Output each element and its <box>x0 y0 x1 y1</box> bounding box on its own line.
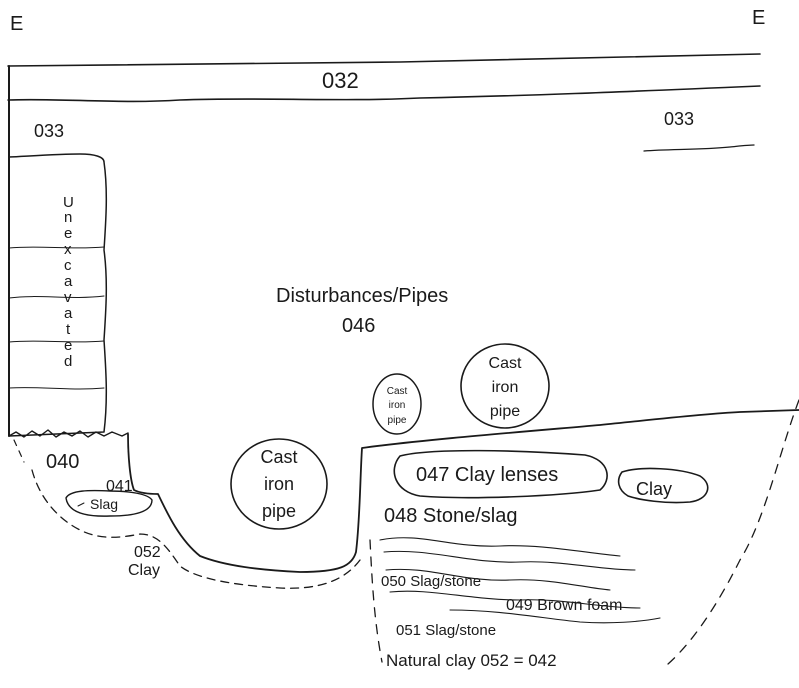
pipe-label-line: pipe <box>261 501 297 521</box>
orientation-label-right: E <box>752 7 766 29</box>
pipe-label-line: pipe <box>489 403 521 420</box>
trench-cut-profile <box>127 409 799 573</box>
layer-032-base-line <box>7 85 761 103</box>
clay-lens-047 <box>393 449 608 499</box>
pipe-label-line: Cast <box>260 447 298 467</box>
unexcavated-tier-line <box>8 387 105 390</box>
stone-slag-wavy-line <box>449 609 661 624</box>
stone-slag-wavy-line <box>383 550 636 571</box>
unexcavated-letter: d <box>64 353 73 370</box>
ground-surface-line <box>7 53 761 67</box>
context-050-label: 050 Slag/stone <box>381 573 482 590</box>
orientation-label-left: E <box>10 13 24 35</box>
clay-lens-right <box>617 467 709 504</box>
unexcavated-tier-line <box>8 295 105 299</box>
unexcavated-letter: U <box>63 194 74 211</box>
pipe-label-line: Cast <box>488 355 522 372</box>
layer-040-dashed-left <box>13 439 25 463</box>
context-041-label: 041 <box>106 478 133 495</box>
context-052-description: Clay <box>128 562 161 579</box>
pipe-label-line: Cast <box>386 386 408 397</box>
pipe-label-line: pipe <box>387 415 407 426</box>
context-040-label: 040 <box>46 451 80 473</box>
right-dashed-boundary <box>667 399 799 665</box>
context-033-label-left: 033 <box>34 121 65 141</box>
cast-iron-pipe-upper-right <box>460 343 550 429</box>
clay-lens-label: Clay <box>636 479 673 499</box>
layer-033-lens <box>643 144 755 152</box>
stone-slag-wavy-line <box>385 568 611 591</box>
context-047-label: 047 Clay lenses <box>416 464 559 486</box>
context-033-label-right: 033 <box>664 109 695 129</box>
unexcavated-letter: c <box>64 257 72 274</box>
stone-slag-wavy-line <box>379 537 621 557</box>
context-046-description: Disturbances/Pipes <box>276 285 449 307</box>
unexcavated-tier-line <box>8 340 105 343</box>
layer-052-dashed-boundary <box>31 469 361 589</box>
layer-040-top-jagged <box>8 429 129 438</box>
cast-iron-pipe-small <box>372 373 422 435</box>
unexcavated-letter: n <box>64 209 73 226</box>
context-049-label: 049 Brown foam <box>506 597 623 614</box>
context-041-note: Slag <box>90 496 119 512</box>
unexcavated-letter: t <box>66 321 71 338</box>
context-048-label: 048 Stone/slag <box>384 505 518 527</box>
context-032-label: 032 <box>322 68 359 93</box>
natural-clay-label: Natural clay 052 = 042 <box>386 651 557 670</box>
stone-slag-wavy-line <box>389 590 641 609</box>
context-051-label: 051 Slag/stone <box>396 622 497 639</box>
context-052-number: 052 <box>134 544 161 561</box>
base-dashed-boundary <box>369 539 383 663</box>
pipe-label-line: iron <box>491 379 519 396</box>
pipe-label-line: iron <box>263 474 294 494</box>
slag-lens-041 <box>65 489 153 517</box>
unexcavated-letter: e <box>64 225 73 242</box>
unexcavated-letter: e <box>64 337 73 354</box>
unexcavated-tier-line <box>8 246 105 249</box>
unexcavated-letter: a <box>64 305 73 322</box>
unexcavated-block-outline <box>8 153 108 437</box>
context-046-label: 046 <box>342 315 376 337</box>
unexcavated-letter: x <box>64 241 72 258</box>
unexcavated-letter: v <box>64 289 72 306</box>
pipe-label-line: iron <box>388 400 406 411</box>
cast-iron-pipe-large <box>230 438 328 530</box>
unexcavated-letter: a <box>64 273 73 290</box>
slag-mark <box>77 502 85 507</box>
